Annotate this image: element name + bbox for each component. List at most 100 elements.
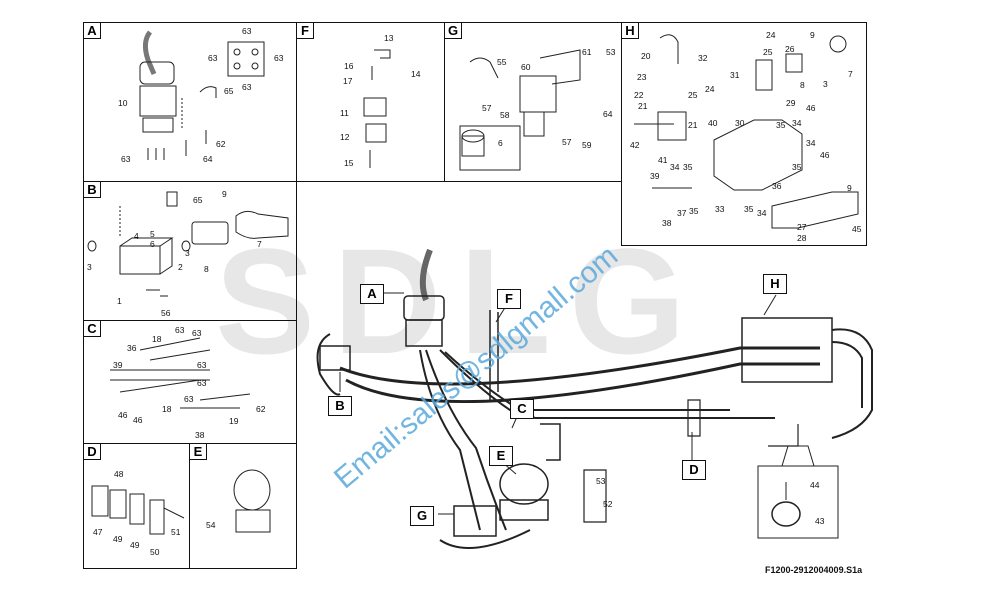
part-number: 60	[521, 62, 531, 72]
part-number: 35	[744, 204, 754, 214]
part-number: 38	[195, 430, 205, 440]
part-number: 62	[216, 139, 226, 149]
panel-e-frame	[189, 443, 297, 569]
part-number: 46	[118, 410, 128, 420]
part-number: 63	[175, 325, 185, 335]
part-number: 53	[596, 476, 606, 486]
part-number: 15	[344, 158, 354, 168]
part-number: 63	[242, 82, 252, 92]
part-number: 50	[150, 547, 160, 557]
part-number: 3	[185, 248, 190, 258]
part-number: 46	[133, 415, 143, 425]
part-number: 34	[792, 118, 802, 128]
part-number: 62	[256, 404, 266, 414]
part-number: 28	[797, 233, 807, 243]
part-number: 11	[340, 108, 349, 118]
part-number: 64	[203, 154, 213, 164]
part-number: 34	[806, 138, 816, 148]
part-number: 39	[650, 171, 660, 181]
part-number: 21	[688, 120, 698, 130]
part-number: 35	[792, 162, 802, 172]
part-number: 53	[606, 47, 616, 57]
part-number: 63	[192, 328, 202, 338]
callout-h[interactable]: H	[763, 274, 787, 294]
part-number: 27	[797, 222, 807, 232]
part-number: 21	[638, 101, 648, 111]
part-number: 12	[340, 132, 350, 142]
part-number: 33	[715, 204, 725, 214]
part-number: 55	[497, 57, 507, 67]
part-number: 63	[242, 26, 252, 36]
part-number: 35	[776, 120, 786, 130]
callout-e[interactable]: E	[489, 446, 513, 466]
part-number: 41	[658, 155, 668, 165]
part-number: 3	[87, 262, 92, 272]
part-number: 40	[708, 118, 718, 128]
part-number: 16	[344, 61, 354, 71]
callout-b[interactable]: B	[328, 396, 352, 416]
part-number: 29	[786, 98, 796, 108]
panel-d-letter: D	[83, 443, 101, 460]
callout-f[interactable]: F	[497, 289, 521, 309]
part-number: 47	[93, 527, 103, 537]
part-number: 9	[222, 189, 227, 199]
part-number: 3	[823, 79, 828, 89]
panel-e-letter: E	[189, 443, 207, 460]
part-number: 2	[178, 262, 183, 272]
callout-c[interactable]: C	[510, 399, 534, 419]
part-number: 63	[121, 154, 131, 164]
part-number: 64	[603, 109, 613, 119]
part-number: 63	[197, 378, 207, 388]
part-number: 8	[204, 264, 209, 274]
part-number: 7	[257, 239, 262, 249]
part-number: 36	[127, 343, 137, 353]
part-number: 65	[193, 195, 203, 205]
callout-g[interactable]: G	[410, 506, 434, 526]
part-number: 51	[171, 527, 181, 537]
callout-a[interactable]: A	[360, 284, 384, 304]
part-number: 20	[641, 51, 651, 61]
panel-b-letter: B	[83, 181, 101, 198]
part-number: 18	[162, 404, 172, 414]
part-number: 8	[800, 80, 805, 90]
part-number: 49	[113, 534, 123, 544]
part-number: 22	[634, 90, 644, 100]
part-number: 36	[772, 181, 782, 191]
part-number: 63	[274, 53, 284, 63]
part-number: 10	[118, 98, 128, 108]
part-number: 9	[810, 30, 815, 40]
panel-h-letter: H	[621, 22, 639, 39]
part-number: 42	[630, 140, 640, 150]
part-number: 14	[411, 69, 421, 79]
panel-a-letter: A	[83, 22, 101, 39]
part-number: 38	[662, 218, 672, 228]
part-number: 26	[785, 44, 795, 54]
part-number: 45	[852, 224, 862, 234]
part-number: 32	[698, 53, 708, 63]
callout-d[interactable]: D	[682, 460, 706, 480]
part-number: 35	[689, 206, 699, 216]
part-number: 63	[184, 394, 194, 404]
part-number: 63	[208, 53, 218, 63]
part-number: 56	[161, 308, 171, 318]
part-number: 13	[384, 33, 394, 43]
part-number: 35	[683, 162, 693, 172]
part-number: 49	[130, 540, 140, 550]
part-number: 18	[152, 334, 162, 344]
part-number: 44	[810, 480, 820, 490]
part-number: 25	[763, 47, 773, 57]
part-number: 17	[343, 76, 353, 86]
part-number: 59	[582, 140, 592, 150]
part-number: 46	[806, 103, 816, 113]
part-number: 24	[705, 84, 715, 94]
part-number: 52	[603, 499, 613, 509]
part-number: 48	[114, 469, 124, 479]
part-number: 54	[206, 520, 216, 530]
part-number: 30	[735, 118, 745, 128]
part-number: 58	[500, 110, 510, 120]
part-number: 57	[482, 103, 492, 113]
part-number: 37	[677, 208, 687, 218]
part-number: 31	[730, 70, 740, 80]
part-number: 43	[815, 516, 825, 526]
